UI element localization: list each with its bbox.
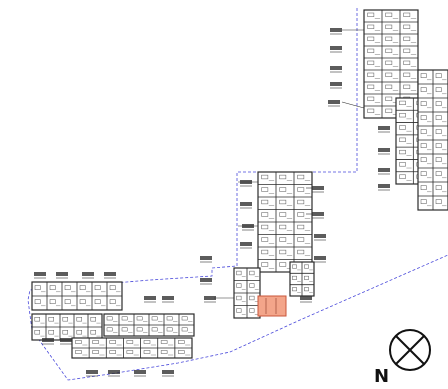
block-southwest-lower-3 [71,337,193,359]
leader-line [341,101,365,109]
unit-tag [378,148,390,155]
unit-tag [108,370,120,377]
unit-tag [34,272,46,279]
unit-tag [328,100,340,107]
unit-tag [314,234,326,241]
unit-tag [378,168,390,175]
unit-tag [104,272,116,279]
north-arrow: N [374,329,431,387]
block-southwest-lower-2 [103,313,195,337]
unit-tag [86,370,98,377]
block-east-wing [417,69,448,211]
unit-tag [240,242,252,249]
site-boundary [27,8,448,381]
unit-tag [330,66,342,73]
unit-tag [162,370,174,377]
unit-tag [314,256,326,263]
unit-tag [162,296,174,303]
unit-tag [300,296,312,303]
unit-tag [330,46,342,53]
unit-tag [82,272,94,279]
unit-tag [240,180,252,187]
block-southwest-upper [31,281,123,311]
block-central-left [233,267,261,319]
unit-tag [378,126,390,133]
unit-tag [134,370,146,377]
unit-tag [312,186,324,193]
unit-tag [312,212,324,219]
unit-tag [144,296,156,303]
unit-tag [240,202,252,209]
unit-tag [242,224,254,231]
unit-tag [204,296,216,303]
block-central-right [289,261,315,297]
unit-tag [56,272,68,279]
unit-tag [200,256,212,263]
unit-tag [60,338,72,345]
unit-tag [200,278,212,285]
unit-tag [330,28,342,35]
unit-tag [330,82,342,89]
block-southwest-lower-1 [31,313,103,341]
unit-tag [378,184,390,191]
unit-tag [42,338,54,345]
block-central-upper [257,171,313,273]
unit-highlighted [257,295,287,317]
north-label: N [374,366,389,387]
